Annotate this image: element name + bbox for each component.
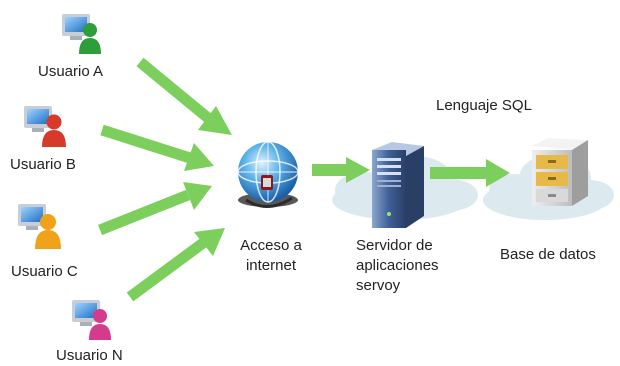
server-label-line3: servoy xyxy=(356,277,401,294)
internet-label-line2: internet xyxy=(245,257,297,274)
arrow-user-a xyxy=(136,57,232,135)
arrow-user-c xyxy=(97,182,212,236)
arrow-server-database xyxy=(430,159,510,187)
database-icon xyxy=(532,138,588,206)
database-label: Base de datos xyxy=(500,246,596,263)
internet-label: Acceso a internet xyxy=(230,236,312,276)
sql-caption: Lenguaje SQL xyxy=(436,97,532,114)
internet-label-line1: Acceso a xyxy=(240,237,302,254)
user-icon-b xyxy=(24,106,66,147)
server-label-line2: aplicaciones xyxy=(356,257,439,274)
user-icon-a xyxy=(62,14,101,54)
user-a-label: Usuario A xyxy=(38,63,104,80)
arrow-internet-server xyxy=(312,157,370,183)
user-b-label: Usuario B xyxy=(10,156,76,173)
server-label: Servidor de aplicaciones servoy xyxy=(356,236,439,296)
user-icon-c xyxy=(18,204,61,249)
arrow-user-b xyxy=(100,124,214,171)
server-label-line1: Servidor de xyxy=(356,237,433,254)
server-icon xyxy=(372,142,424,228)
user-n-label: Usuario N xyxy=(56,347,123,364)
user-c-label: Usuario C xyxy=(11,263,78,280)
arrow-user-n xyxy=(126,228,225,302)
globe-icon xyxy=(237,141,299,208)
user-icon-n xyxy=(72,300,111,340)
